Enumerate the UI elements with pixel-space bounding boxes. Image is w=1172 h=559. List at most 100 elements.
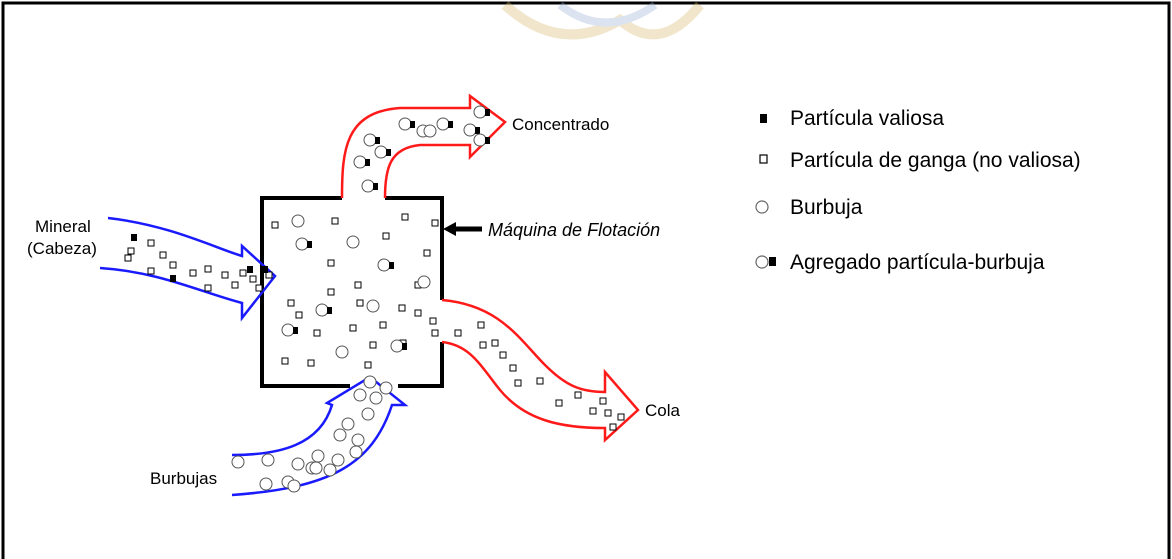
bubble [291,457,305,471]
aggregate-particle [448,121,453,128]
bubble [366,299,380,313]
legend-valuable-particle-icon [760,114,767,123]
valuable-particle [131,234,137,241]
bubble [341,417,355,431]
bubble [473,133,487,147]
gangue-particle [255,284,263,292]
flotation-tank-right [385,196,444,300]
aggregate-particle [375,137,380,144]
gangue-particle [159,251,167,259]
gangue-particle [307,359,315,367]
gangue-particle [169,261,177,269]
gangue-particle [364,361,372,369]
legend-aggregate-particle-icon [769,257,776,266]
bubble [315,303,329,317]
bubble [259,477,273,491]
bubble [281,323,295,337]
machine-pointer-arrowhead [443,222,456,236]
bubble [295,237,309,251]
bubble [377,258,391,272]
gangue-particle [599,397,607,405]
bubble [369,391,383,405]
gangue-particle [249,275,257,283]
gangue-particle [454,329,462,337]
bubble [311,449,325,463]
gangue-particle [431,219,439,227]
bubble [398,117,412,131]
mineral-label: Mineral [35,217,91,236]
gangue-particle [356,299,364,307]
valuable-particle [262,266,268,273]
gangue-particle [313,329,321,337]
bubble [287,479,301,493]
gangue-particle [574,391,582,399]
legend-bubble-icon [755,200,769,214]
gangue-particle [604,409,612,417]
gangue-particle [327,259,335,267]
concentrate-arrow [340,93,507,199]
gangue-particle [369,341,377,349]
aggregate-particle [475,127,480,134]
gangue-particle [331,217,339,225]
bubble [417,275,431,289]
legend-label-gangue: Partícula de ganga (no valiosa) [790,149,1081,172]
gangue-particle [239,269,247,277]
gangue-particle [281,357,289,365]
gangue-particle [127,247,135,255]
gangue-particle [221,271,229,279]
gangue-particle [204,284,212,292]
burbujas-label: Burbujas [150,469,217,488]
gangue-particle [287,299,295,307]
bubble [353,155,367,169]
legend-label-bubble: Burbuja [790,196,863,219]
bubble [291,214,305,228]
gangue-particle [147,239,155,247]
aggregate-particle [485,109,490,116]
gangue-particle [589,407,597,415]
cabeza-label: (Cabeza) [27,239,97,258]
watermark-logo [501,1,704,40]
bubble [349,445,363,459]
aggregate-particle [373,183,378,190]
bubble [363,133,377,147]
gangue-particle [479,341,487,349]
bubble [353,388,367,402]
aggregate-particle [389,262,394,269]
valuable-particle [170,275,176,282]
gangue-particle [147,267,155,275]
bubble [351,433,365,447]
gangue-particle [514,379,522,387]
bubble [390,339,404,353]
bubble [323,463,337,477]
gangue-particle [189,269,197,277]
aggregate-particle [327,307,332,314]
gangue-particle [423,249,431,257]
gangue-particle [617,413,625,421]
gangue-particle [499,351,507,359]
gangue-particle [379,321,387,329]
machine-label: Máquina de Flotación [488,220,660,240]
aggregate-particle [365,159,370,166]
bubble [423,124,437,138]
gangue-particle [429,317,437,325]
legend: Partícula valiosa Partícula de ganga (no… [755,107,1081,274]
aggregate-particle [485,137,490,144]
gangue-particle [124,254,132,262]
gangue-particle [295,311,303,319]
gangue-particle [382,232,390,240]
gangue-particle [414,309,422,317]
bubble [436,117,450,131]
aggregate-particle [307,241,312,248]
aggregate-particle [293,327,298,334]
gangue-particle [431,329,439,337]
bubble [331,453,345,467]
gangue-particle [536,377,544,385]
legend-aggregate-bubble-icon [755,255,769,269]
particles-layer [124,105,625,493]
bubble [346,235,360,249]
tailings-arrow [441,298,640,443]
legend-label-valuable: Partícula valiosa [790,107,944,130]
bubble [363,375,377,389]
gangue-particle [477,321,485,329]
